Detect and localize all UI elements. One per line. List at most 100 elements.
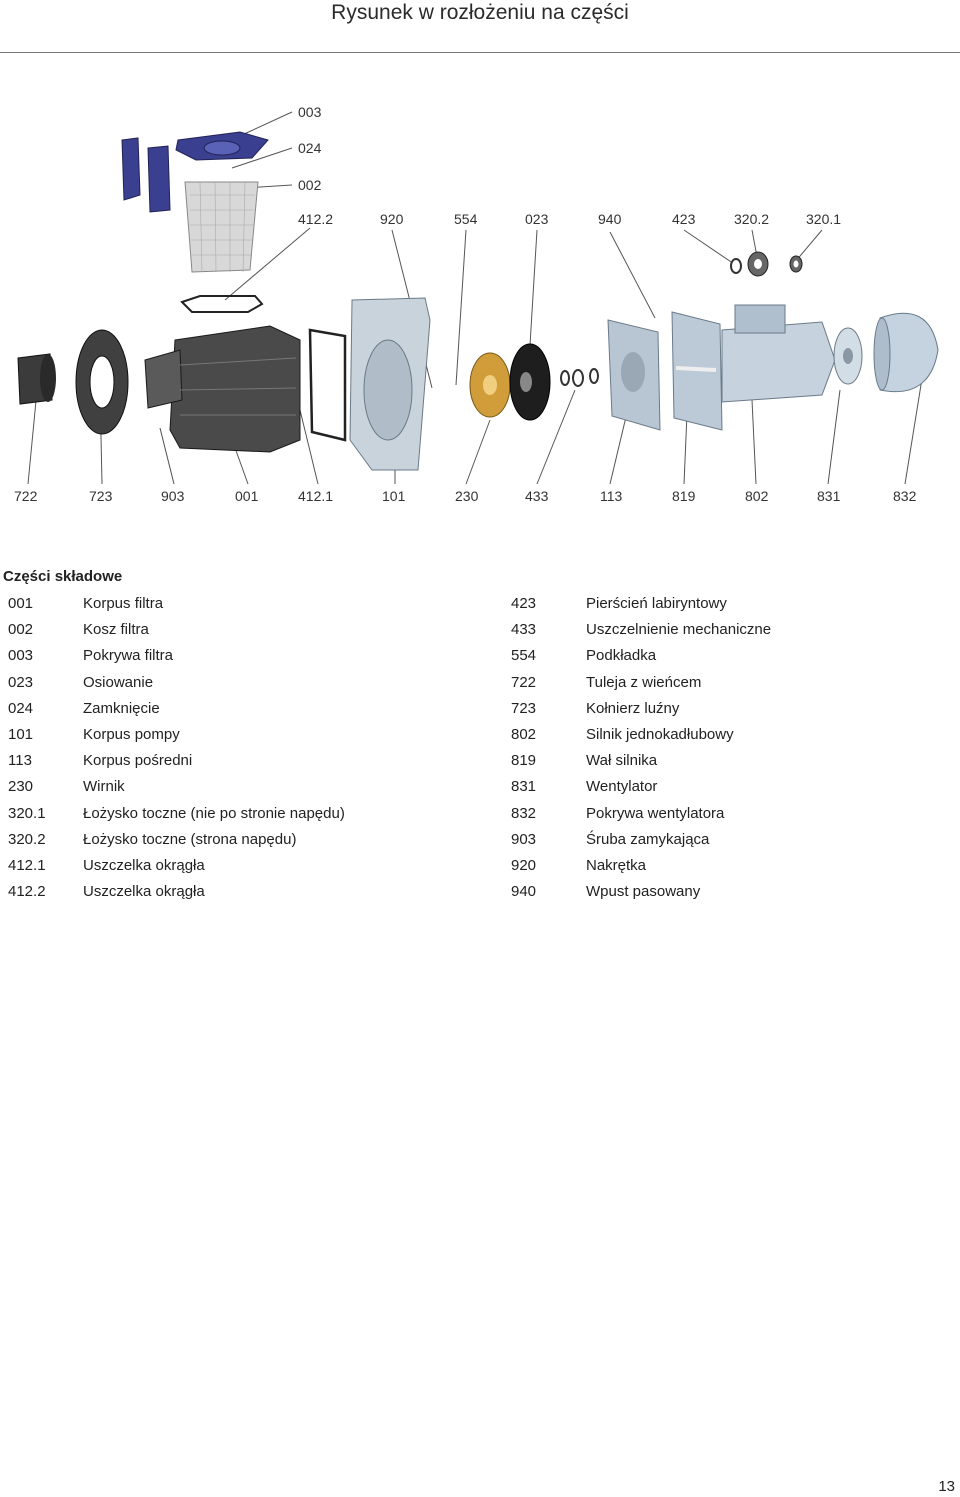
part-description: Korpus pompy bbox=[83, 725, 180, 743]
pump-body-drawing bbox=[349, 297, 431, 471]
callout-101: 101 bbox=[382, 488, 406, 504]
part-description: Pokrywa filtra bbox=[83, 647, 174, 665]
part-code: 722 bbox=[511, 673, 537, 691]
part-description: Zamknięcie bbox=[83, 699, 160, 717]
part-row: 412.2 Uszczelka okrągła bbox=[3, 882, 345, 908]
part-code: 024 bbox=[8, 699, 34, 717]
page-number: 13 bbox=[938, 1478, 955, 1495]
part-description: Korpus filtra bbox=[83, 595, 164, 612]
part-code: 001 bbox=[8, 595, 34, 612]
part-row: 940 Wpust pasowany bbox=[506, 882, 771, 908]
part-code: 723 bbox=[511, 699, 537, 717]
oring-drawing bbox=[180, 295, 264, 313]
part-code: 113 bbox=[8, 752, 32, 770]
part-code: 940 bbox=[511, 883, 537, 901]
impeller-drawing bbox=[469, 352, 511, 418]
callout-903: 903 bbox=[161, 488, 185, 504]
callout-320-2: 320.2 bbox=[734, 211, 769, 227]
callouts-bottom: 722 723 903 001 412.1 101 230 433 113 81… bbox=[14, 488, 917, 504]
part-description: Wał silnika bbox=[586, 752, 658, 770]
callout-723: 723 bbox=[89, 488, 113, 504]
part-row: 920 Nakrętka bbox=[506, 856, 771, 882]
part-code: 412.1 bbox=[8, 856, 46, 874]
part-row: 320.2 Łożysko toczne (strona napędu) bbox=[3, 830, 345, 856]
part-description: Nakrętka bbox=[586, 856, 647, 874]
callouts-top: 003 024 002 412.2 920 554 023 940 423 32… bbox=[298, 104, 841, 227]
part-description: Uszczelnienie mechaniczne bbox=[586, 621, 772, 639]
part-row: 003 Pokrywa filtra bbox=[3, 646, 345, 672]
part-code: 320.1 bbox=[8, 804, 46, 822]
part-description: Łożysko toczne (nie po stronie napędu) bbox=[83, 804, 345, 822]
part-description: Wentylator bbox=[586, 778, 658, 796]
part-description: Uszczelka okrągła bbox=[83, 883, 205, 901]
callout-002: 002 bbox=[298, 177, 322, 193]
part-row: 002 Kosz filtra bbox=[3, 620, 345, 646]
fan-cover-drawing bbox=[873, 312, 939, 393]
callout-412-2: 412.2 bbox=[298, 211, 333, 227]
part-code: 002 bbox=[8, 621, 34, 639]
intermediate-body-drawing bbox=[607, 319, 661, 431]
callout-920: 920 bbox=[380, 211, 404, 227]
fan-drawing bbox=[833, 327, 863, 385]
part-row: 320.1 Łożysko toczne (nie po stronie napę… bbox=[3, 804, 345, 830]
part-row: 554 Podkładka bbox=[506, 646, 771, 672]
part-description: Podkładka bbox=[586, 647, 657, 665]
callout-024: 024 bbox=[298, 140, 322, 156]
part-code: 802 bbox=[511, 725, 537, 743]
part-description: Pierścień labiryntowy bbox=[586, 595, 727, 612]
callout-113: 113 bbox=[600, 488, 623, 504]
part-row: 001 Korpus filtra bbox=[3, 594, 345, 620]
part-row: 903 Śruba zamykająca bbox=[506, 830, 771, 856]
part-code: 903 bbox=[511, 830, 537, 848]
part-code: 230 bbox=[8, 778, 34, 796]
part-code: 920 bbox=[511, 856, 537, 874]
callout-423: 423 bbox=[672, 211, 696, 227]
part-row: 024 Zamknięcie bbox=[3, 699, 345, 725]
callout-412-1: 412.1 bbox=[298, 488, 333, 504]
part-code: 423 bbox=[511, 595, 537, 612]
part-code: 320.2 bbox=[8, 830, 46, 848]
callout-831: 831 bbox=[817, 488, 841, 504]
parts-list-right: 423 Pierścień labiryntowy 433 Uszczelnieni… bbox=[506, 594, 771, 908]
bearings-drawing bbox=[730, 251, 803, 277]
part-description: Tuleja z wieńcem bbox=[586, 673, 702, 691]
part-description: Uszczelka okrągła bbox=[83, 856, 205, 874]
part-code: 003 bbox=[8, 647, 34, 665]
callout-320-1: 320.1 bbox=[806, 211, 841, 227]
callout-819: 819 bbox=[672, 488, 696, 504]
callout-230: 230 bbox=[455, 488, 479, 504]
part-description: Kosz filtra bbox=[83, 621, 149, 639]
callout-554: 554 bbox=[454, 211, 478, 227]
part-code: 832 bbox=[511, 804, 537, 822]
part-row: 433 Uszczelnienie mechaniczne bbox=[506, 620, 771, 646]
page-title: Rysunek w rozłożeniu na części bbox=[331, 1, 629, 24]
part-description: Kołnierz luźny bbox=[586, 699, 680, 717]
part-description: Wpust pasowany bbox=[586, 883, 701, 901]
part-code: 554 bbox=[511, 647, 537, 665]
part-row: 723 Kołnierz luźny bbox=[506, 699, 771, 725]
filter-basket-drawing bbox=[184, 181, 259, 273]
part-code: 412.2 bbox=[8, 883, 46, 901]
part-row: 722 Tuleja z wieńcem bbox=[506, 673, 771, 699]
part-row: 423 Pierścień labiryntowy bbox=[506, 594, 771, 620]
filter-body-drawing bbox=[144, 325, 301, 453]
part-code: 023 bbox=[8, 673, 34, 691]
sleeve-flange-drawing bbox=[17, 329, 129, 435]
motor-drawing bbox=[671, 304, 836, 431]
callout-433: 433 bbox=[525, 488, 549, 504]
part-description: Łożysko toczne (strona napędu) bbox=[83, 830, 297, 848]
seal-drawing bbox=[509, 343, 551, 421]
header-divider bbox=[0, 52, 960, 53]
parts-section-title: Części składowe bbox=[3, 568, 123, 585]
callout-832: 832 bbox=[893, 488, 917, 504]
oring-rect-drawing bbox=[308, 328, 347, 442]
part-description: Śruba zamykająca bbox=[586, 830, 710, 848]
callout-940: 940 bbox=[598, 211, 622, 227]
part-code: 433 bbox=[511, 621, 537, 639]
